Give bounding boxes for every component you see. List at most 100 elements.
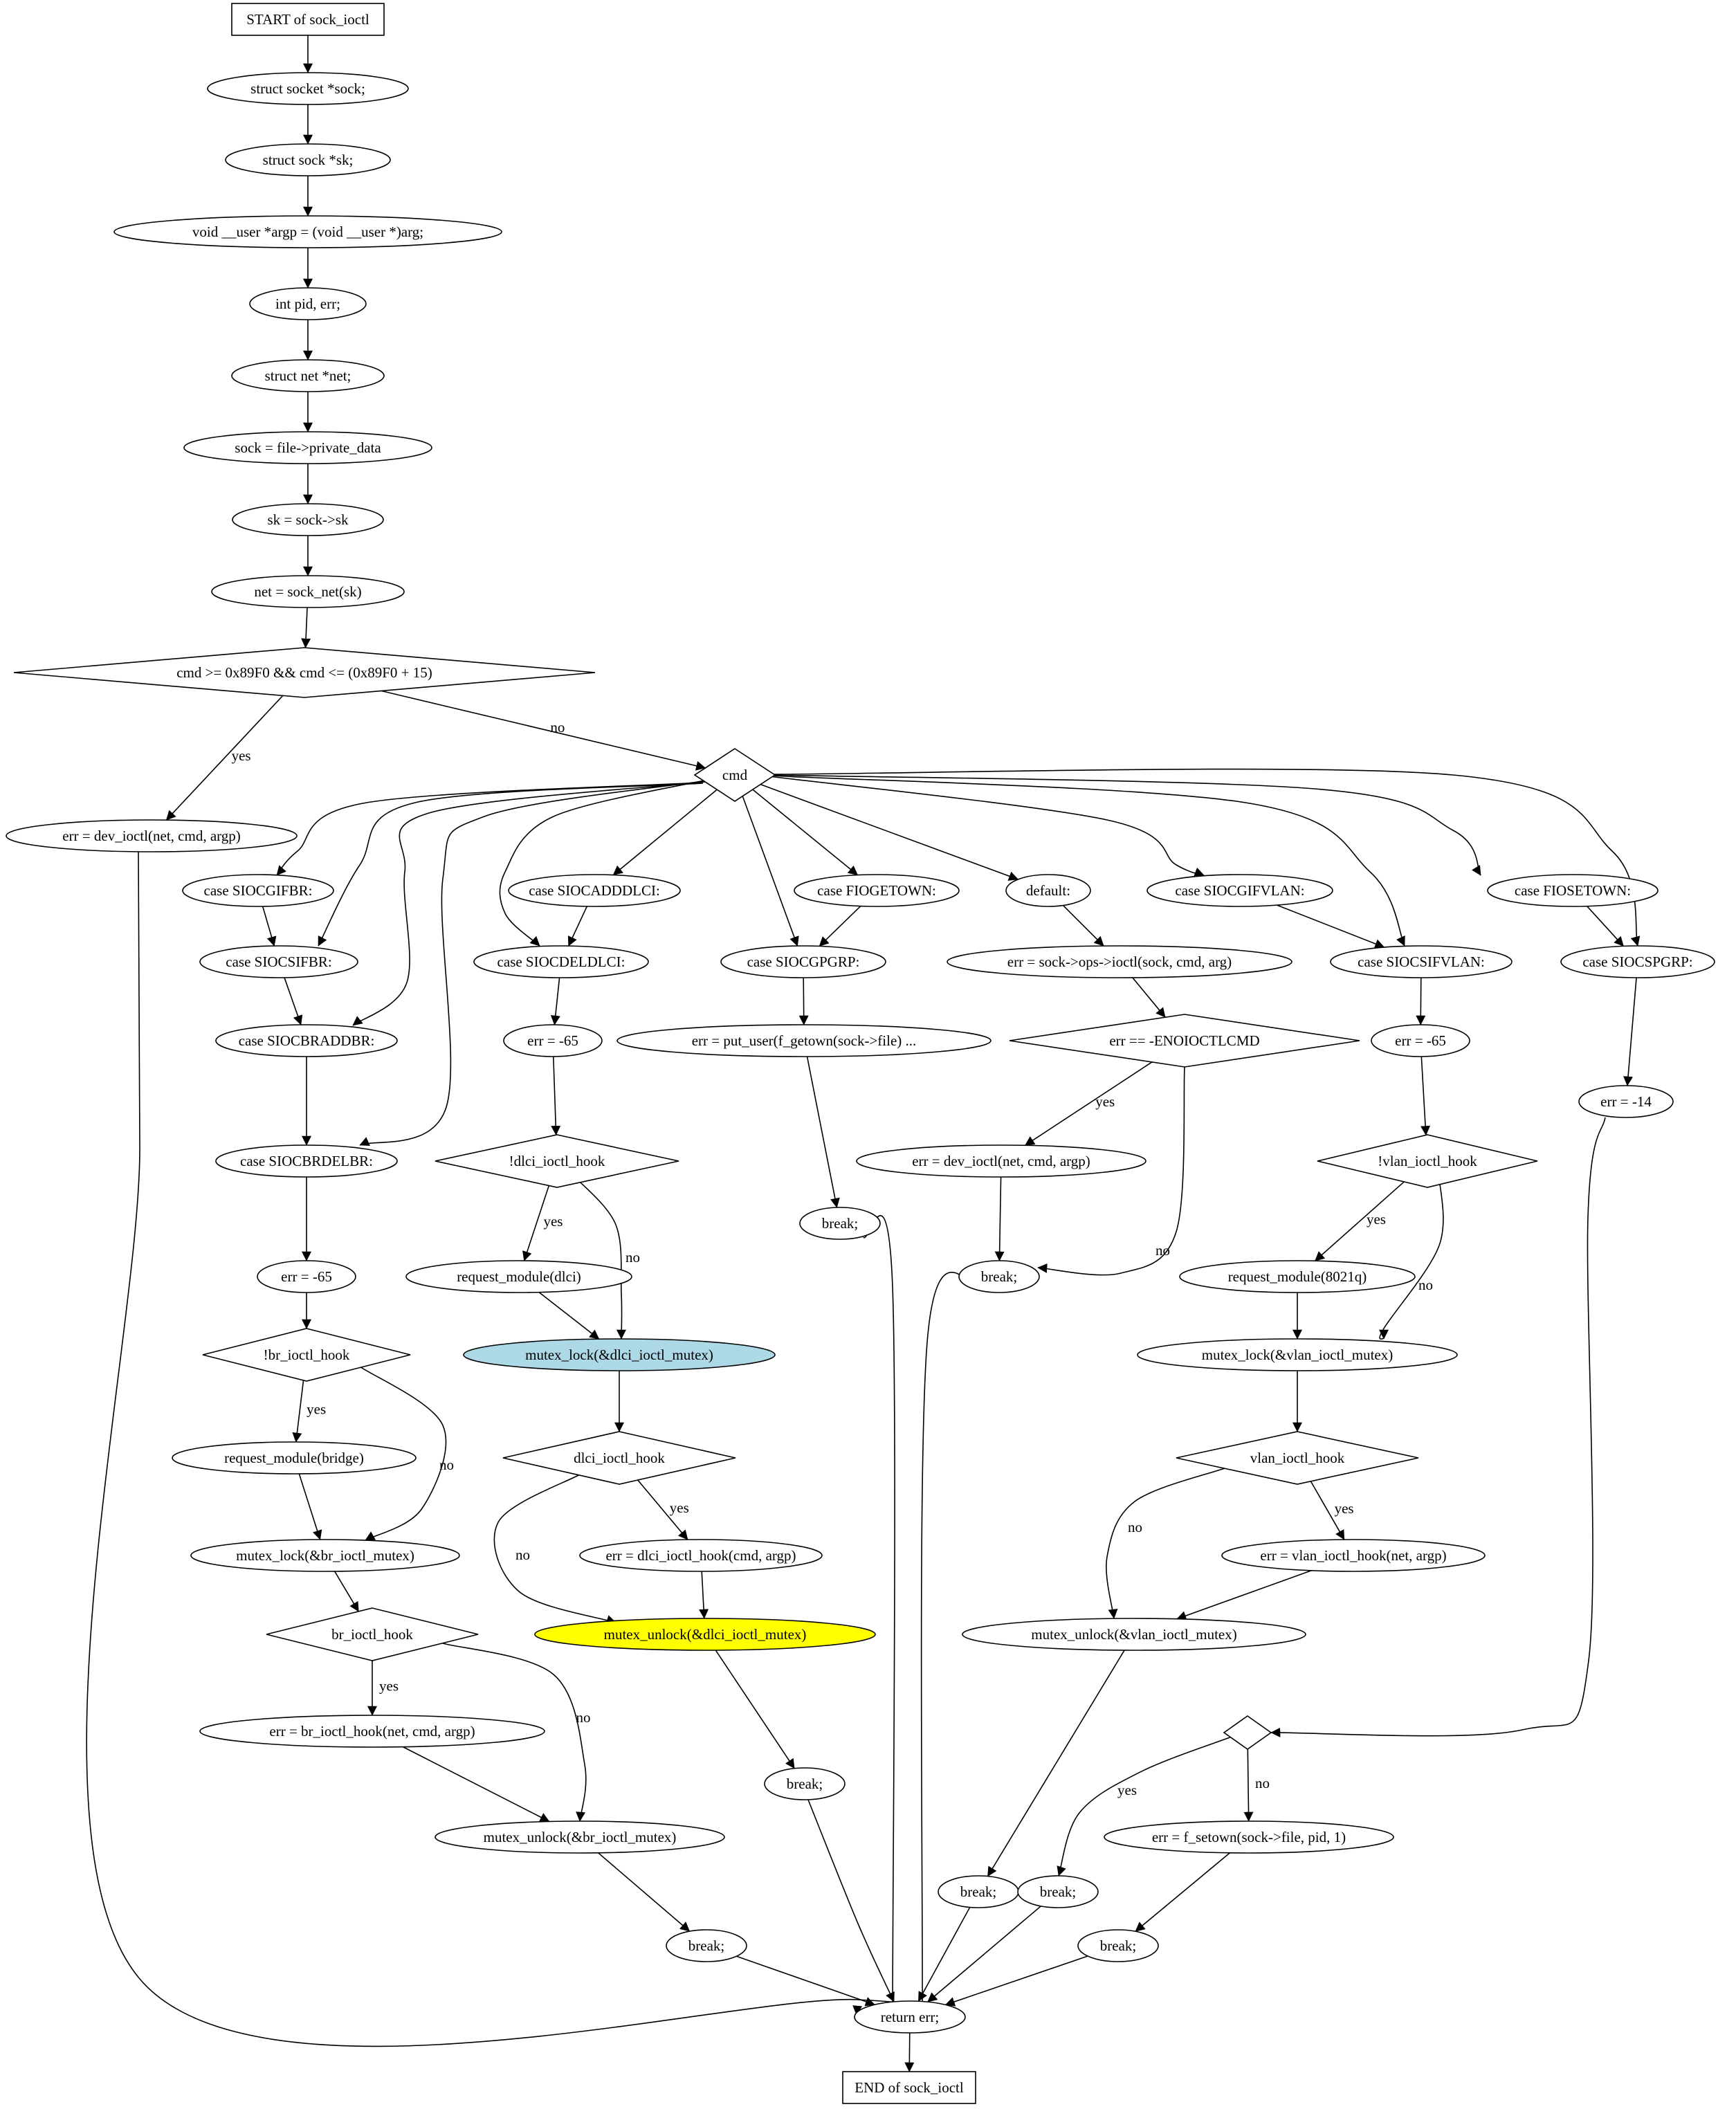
edge-line [863, 1215, 898, 2016]
edge-n8-to-cond1 [301, 607, 311, 648]
edge-br_unlock-to-br_break [598, 1852, 691, 1932]
ellipse-shape [463, 1338, 776, 1371]
node-br_unlock: mutex_unlock(&br_ioctl_mutex) [435, 1820, 725, 1854]
edge-c_deldlci-to-dl_err [550, 977, 560, 1025]
node-dl_hook: dlci_ioctl_hook [502, 1431, 736, 1485]
edge-line [1132, 977, 1166, 1018]
edge-line [1277, 904, 1385, 949]
node-sp_cond [1223, 1715, 1272, 1750]
node-label: return err; [881, 2009, 940, 2025]
node-c_fiogetown: case FIOGETOWN: [794, 874, 960, 907]
node-label: err = dev_ioctl(net, cmd, argp) [912, 1153, 1090, 1169]
node-label: case FIOGETOWN: [817, 882, 936, 899]
node-dl_lock: mutex_lock(&dlci_ioctl_mutex) [463, 1338, 776, 1371]
edge-dl_hook-to-dl_unlock: no [493, 1473, 616, 1625]
node-label: !vlan_ioctl_hook [1378, 1153, 1477, 1169]
edge-line [1416, 977, 1426, 1025]
edge-line [769, 776, 1205, 877]
ellipse-shape [854, 2000, 966, 2034]
edge-label: no [515, 1546, 530, 1563]
edge-line [612, 789, 718, 876]
edge-line [1135, 1852, 1231, 1932]
edge-pu_break-to-ret [863, 1215, 898, 2016]
node-label: request_module(bridge) [224, 1450, 364, 1466]
edge-label: no [1255, 1775, 1270, 1791]
node-label: cmd [722, 767, 748, 783]
edge-vl_hook-to-vl_call: yes [1310, 1481, 1354, 1540]
ellipse-shape [249, 287, 367, 320]
edge-line [522, 1185, 550, 1261]
edge-line [760, 783, 1019, 881]
node-label: default: [1026, 882, 1070, 899]
edge-line [994, 1176, 1005, 1261]
edge-c_fiogetown-to-c_siocgpgrp [819, 905, 861, 947]
edge-line [403, 1746, 550, 1823]
node-c_sifbr: case SIOCSIFBR: [199, 945, 358, 978]
node-n4: int pid, err; [249, 287, 367, 320]
diamond-shape [202, 1328, 411, 1382]
edge-line [637, 1479, 688, 1540]
diamond-shape [1176, 1431, 1419, 1485]
node-br_req: request_module(bridge) [172, 1441, 417, 1475]
edge-cond1-to-devioctl1: yes [165, 695, 284, 821]
node-br_call: err = br_ioctl_hook(net, cmd, argp) [199, 1715, 545, 1748]
edge-label: yes [1095, 1093, 1115, 1110]
edge-line [1310, 1481, 1345, 1540]
edge-line [736, 1955, 875, 2007]
node-label: mutex_unlock(&dlci_ioctl_mutex) [604, 1626, 807, 1643]
edge-line [1062, 904, 1104, 947]
edge-line [262, 906, 277, 947]
edge-sp_break2-to-ret [944, 1955, 1088, 2007]
edge-label: yes [1117, 1782, 1137, 1798]
edge-line [165, 695, 284, 821]
edge-line [334, 1571, 359, 1612]
node-label: case SIOCDELDLCI: [497, 953, 625, 970]
edge-dl_req-to-dl_lock [538, 1291, 600, 1340]
ellipse-shape [962, 1618, 1306, 1651]
node-dl_err: err = -65 [503, 1024, 603, 1057]
ellipse-shape [1146, 874, 1333, 907]
node-br_hook: br_ioctl_hook [266, 1607, 479, 1661]
edge-c_adddlci-to-c_deldlci [567, 906, 588, 947]
node-label: case SIOCSPGRP: [1582, 953, 1692, 970]
edge-vl_unlock-to-vl_break [987, 1650, 1125, 1877]
edge-line [567, 906, 588, 947]
edge-line [819, 905, 861, 947]
ellipse-shape [231, 359, 385, 392]
ellipse-shape [616, 1024, 992, 1057]
ellipse-shape [666, 1929, 747, 1962]
node-label: break; [787, 1775, 823, 1792]
ellipse-shape [720, 945, 886, 978]
node-end: END of sock_ioctl [842, 2071, 976, 2104]
node-vl_cond: !vlan_ioctl_hook [1317, 1134, 1538, 1188]
edge-line [301, 607, 311, 648]
node-label: case SIOCGIFVLAN: [1175, 882, 1304, 899]
node-n1: struct socket *sock; [207, 72, 409, 105]
node-label: err = put_user(f_getown(sock->file) ... [692, 1032, 917, 1049]
edge-cmd-to-c_gifbr [276, 782, 701, 876]
node-label: mutex_unlock(&br_ioctl_mutex) [484, 1829, 677, 1845]
edge-line [1623, 977, 1637, 1086]
node-label: case SIOCBRADDBR: [239, 1032, 375, 1049]
edge-vl_break-to-ret [917, 1907, 971, 2002]
edge-dl_unlock-to-dl_break [715, 1650, 795, 1769]
node-label: int pid, err; [275, 295, 340, 312]
node-n5: struct net *net; [231, 359, 385, 392]
edge-line [798, 977, 809, 1025]
edge-line [807, 1799, 895, 2002]
node-c_gifvlan: case SIOCGIFVLAN: [1146, 874, 1333, 907]
node-label: mutex_lock(&dlci_ioctl_mutex) [525, 1346, 713, 1363]
edge-line [742, 796, 799, 947]
edge-line [292, 1380, 304, 1443]
edge-def_cond-to-def_break: no [1037, 1066, 1185, 1276]
edge-line [551, 1056, 561, 1135]
edge-line [1024, 1061, 1153, 1146]
edge-line [276, 782, 701, 876]
ellipse-shape [207, 72, 409, 105]
edge-def_dev-to-def_break [994, 1176, 1005, 1261]
ellipse-shape [215, 1144, 398, 1178]
ellipse-shape [405, 1260, 632, 1293]
edge-line [284, 977, 303, 1025]
edge-line [927, 1906, 1041, 2002]
